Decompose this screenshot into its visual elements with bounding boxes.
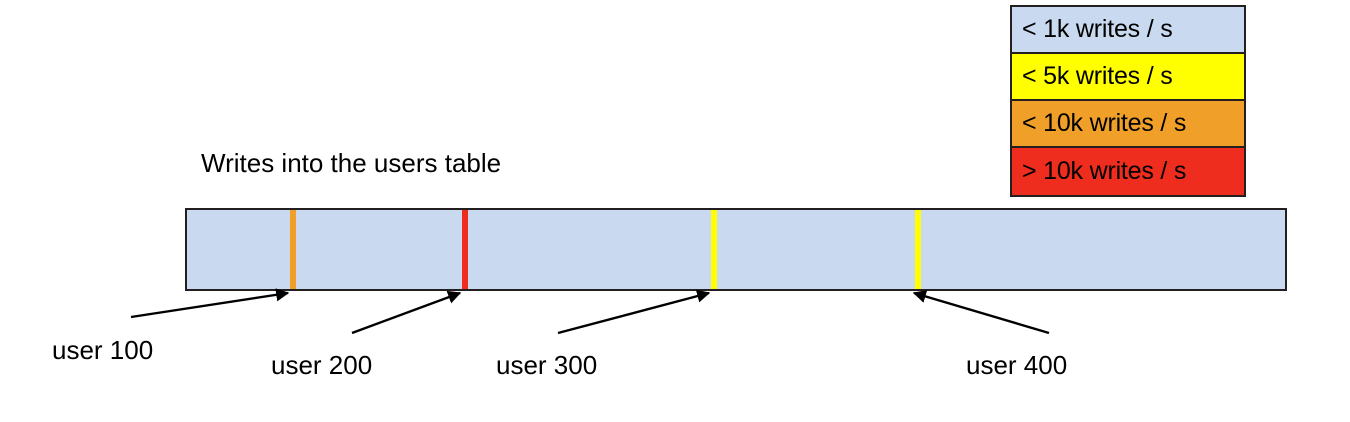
legend-item-lt-10k: < 10k writes / s <box>1012 101 1244 148</box>
legend-item-label: < 1k writes / s <box>1022 15 1173 43</box>
arrow-user-200 <box>351 290 462 335</box>
arrow-user-300 <box>557 289 711 335</box>
legend-item-label: < 5k writes / s <box>1022 62 1173 90</box>
users-table-range-bar <box>185 208 1287 291</box>
legend-item-label: > 10k writes / s <box>1022 157 1187 185</box>
legend-item-gt-10k: > 10k writes / s <box>1012 148 1244 195</box>
callout-user-200: user 200 <box>271 350 373 380</box>
callout-user-300: user 300 <box>496 350 598 380</box>
marker-user-200 <box>462 210 468 289</box>
chart-title: Writes into the users table <box>201 148 502 178</box>
legend-item-label: < 10k writes / s <box>1022 109 1187 137</box>
legend: < 1k writes / s < 5k writes / s < 10k wr… <box>1010 5 1246 197</box>
marker-user-400 <box>915 210 921 289</box>
arrow-user-400 <box>912 290 1050 335</box>
callout-user-400: user 400 <box>966 350 1068 380</box>
arrow-user-100 <box>130 288 290 319</box>
marker-user-300 <box>711 210 717 289</box>
legend-item-lt-5k: < 5k writes / s <box>1012 54 1244 101</box>
callout-user-100: user 100 <box>52 335 154 365</box>
marker-user-100 <box>290 210 296 289</box>
legend-item-lt-1k: < 1k writes / s <box>1012 7 1244 54</box>
